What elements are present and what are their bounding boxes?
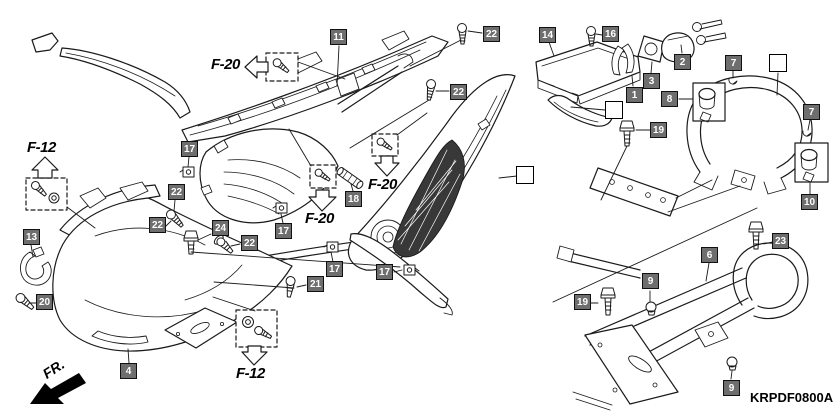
collar-18 xyxy=(336,167,364,189)
ref-f12-bottom: F-12 xyxy=(236,365,265,382)
screw-22-c xyxy=(165,209,184,228)
rear-carrier-drawing xyxy=(556,242,809,411)
diagram-part-code: KRPDF0800A xyxy=(750,390,834,405)
f12-up-arrow xyxy=(31,156,59,179)
screw-16 xyxy=(586,26,596,47)
leader-lines xyxy=(28,30,811,380)
ref-box-screws xyxy=(30,58,393,339)
part-ref-box-opener xyxy=(605,101,623,119)
callout-18: 18 xyxy=(345,191,362,207)
callout-10: 10 xyxy=(801,194,818,210)
part-ref-box-side-cover xyxy=(516,166,534,184)
callout-1: 1 xyxy=(626,87,643,103)
callout-22-a: 22 xyxy=(483,26,500,42)
callout-8: 8 xyxy=(661,91,678,107)
screw-22-b xyxy=(426,79,437,101)
clip-17-d xyxy=(403,264,420,276)
ref-f20-mid-1: F-20 xyxy=(368,176,397,193)
callout-2: 2 xyxy=(674,54,691,70)
callout-7-b: 7 xyxy=(803,104,820,120)
fr-arrow xyxy=(30,373,86,404)
bolt-24 xyxy=(183,230,199,255)
callout-23: 23 xyxy=(772,233,789,249)
clip-17-c xyxy=(323,241,339,253)
part-ref-box-grab-rail xyxy=(769,54,787,72)
bolt-23 xyxy=(748,221,764,250)
callout-17-c: 17 xyxy=(326,261,343,277)
ref-f20-top: F-20 xyxy=(211,56,240,73)
callout-16: 16 xyxy=(602,26,619,42)
callout-17-b: 17 xyxy=(275,223,292,239)
screw-22-a xyxy=(457,23,467,45)
frame-ref-graphics xyxy=(25,52,400,404)
clamp-13 xyxy=(19,246,52,286)
callout-9-b: 9 xyxy=(723,380,740,396)
callout-19-b: 19 xyxy=(574,294,591,310)
callout-3: 3 xyxy=(643,73,660,89)
side-cover-drawing xyxy=(347,74,516,316)
bolt-19-b xyxy=(600,287,616,316)
callout-22-e: 22 xyxy=(241,235,258,251)
callout-6: 6 xyxy=(701,247,718,263)
inner-cover-drawing xyxy=(31,30,449,143)
callout-22-b: 22 xyxy=(450,84,467,100)
clip-17-a xyxy=(179,166,195,178)
callout-11: 11 xyxy=(330,29,347,45)
luggage-box-drawing xyxy=(535,41,641,127)
cap-9-a xyxy=(645,301,657,316)
lock-set-drawing xyxy=(611,19,727,76)
ref-f20-mid-2: F-20 xyxy=(305,210,334,227)
f20-down-arrow-1 xyxy=(374,155,400,177)
screw-20 xyxy=(15,292,35,310)
callout-14: 14 xyxy=(539,27,556,43)
f20-down-arrow-2 xyxy=(308,189,337,212)
callout-17-a: 17 xyxy=(181,141,198,157)
grab-rail-drawing xyxy=(589,75,829,217)
callout-19-a: 19 xyxy=(650,122,667,138)
bolt-19-a xyxy=(619,120,635,147)
callout-21: 21 xyxy=(307,276,324,292)
f12-down-arrow xyxy=(241,345,268,366)
ref-f12-left: F-12 xyxy=(27,139,56,156)
callout-13: 13 xyxy=(23,229,40,245)
callout-20: 20 xyxy=(36,294,53,310)
clip-17-b xyxy=(272,202,288,214)
callout-7-a: 7 xyxy=(725,55,742,71)
callout-4: 4 xyxy=(120,363,137,379)
callout-17-d: 17 xyxy=(376,264,393,280)
f20-left-arrow xyxy=(244,55,269,79)
callout-24: 24 xyxy=(212,220,229,236)
callout-9-a: 9 xyxy=(642,273,659,289)
callout-22-d: 22 xyxy=(149,217,166,233)
fastener-glyphs xyxy=(15,23,764,371)
cap-9-b xyxy=(726,356,738,371)
screw-21 xyxy=(285,276,296,298)
callout-22-c: 22 xyxy=(168,184,185,200)
